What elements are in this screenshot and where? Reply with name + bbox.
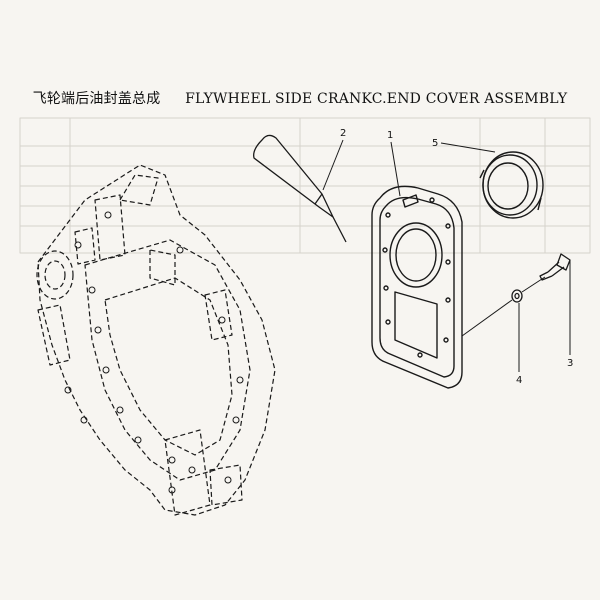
title-english: FLYWHEEL SIDE CRANKC.END COVER ASSEMBLY xyxy=(185,91,568,107)
title-chinese: 飞轮端后油封盖总成 xyxy=(32,91,161,107)
oil-seal xyxy=(479,151,544,219)
bolt xyxy=(539,253,571,281)
assembly-line xyxy=(461,276,546,337)
callout-3: 3 xyxy=(567,358,573,369)
callout-numbers: 2 1 5 3 4 xyxy=(340,128,573,386)
end-cover-plate xyxy=(371,185,463,389)
callout-5: 5 xyxy=(432,138,438,149)
washer xyxy=(511,289,523,303)
ghost-parts-table xyxy=(19,117,591,254)
callout-1: 1 xyxy=(387,130,393,141)
callout-2: 2 xyxy=(340,128,346,139)
page-title: 飞轮端后油封盖总成 FLYWHEEL SIDE CRANKC.END COVER… xyxy=(0,88,600,108)
flywheel-housing xyxy=(36,164,276,516)
callout-4: 4 xyxy=(516,375,522,386)
housing-bolt-holes xyxy=(64,211,244,494)
leader-lines xyxy=(322,139,571,372)
sealant-applicator xyxy=(253,134,347,243)
